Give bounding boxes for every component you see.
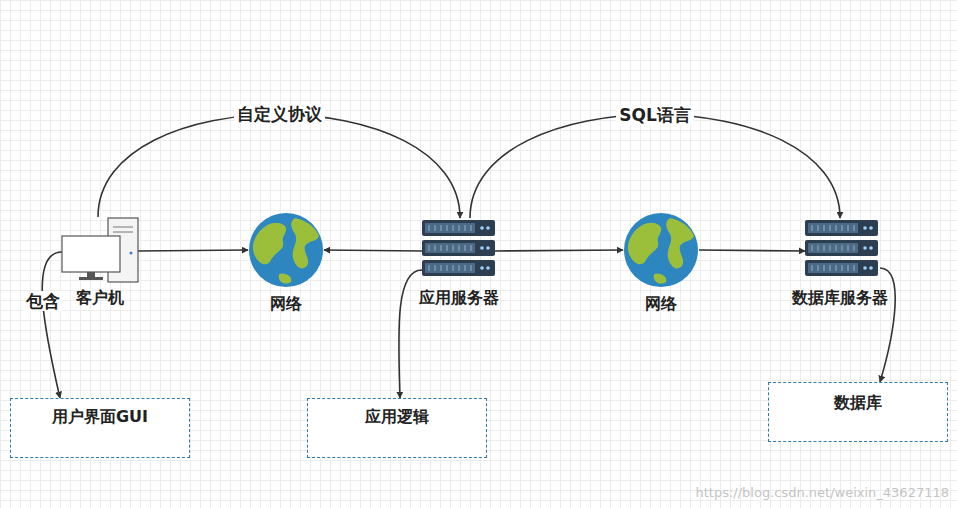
connector [399, 270, 422, 398]
node-label: 应用服务器 [413, 288, 505, 308]
connector [98, 114, 460, 218]
node-label: 数据库服务器 [785, 288, 895, 308]
db-server: 数据库服务器 [785, 218, 895, 310]
network-globe-icon [620, 212, 702, 288]
db-server-icon [785, 218, 895, 280]
app-server: 应用服务器 [413, 218, 505, 310]
connector [880, 268, 895, 382]
edge-label: 包含 [23, 291, 63, 311]
network-globe: 网络 [245, 212, 327, 317]
edge-label: SQL语言 [616, 105, 694, 125]
dashed-box: 数据库 [768, 382, 948, 442]
connector [470, 115, 840, 219]
connector [42, 252, 62, 398]
network-globe: 网络 [620, 212, 702, 317]
connector [138, 250, 248, 251]
connector [699, 250, 805, 251]
node-label: 数据库 [769, 393, 947, 413]
edge-label: 自定义协议 [234, 104, 325, 124]
node-label: 客户机 [55, 288, 145, 308]
app-server-icon [415, 218, 503, 280]
node-label: 用户界面GUI [11, 407, 189, 427]
node-label: 网络 [620, 294, 702, 314]
node-label: 应用逻辑 [308, 407, 486, 427]
watermark: https://blog.csdn.net/weixin_43627118 [695, 485, 949, 500]
client-computer-icon [55, 215, 145, 285]
node-label: 网络 [245, 294, 327, 314]
dashed-box: 用户界面GUI [10, 398, 190, 458]
network-globe-icon [245, 212, 327, 288]
connector [324, 250, 422, 251]
client-computer: 客户机 [55, 215, 145, 310]
connector [495, 250, 623, 251]
dashed-box: 应用逻辑 [307, 398, 487, 458]
